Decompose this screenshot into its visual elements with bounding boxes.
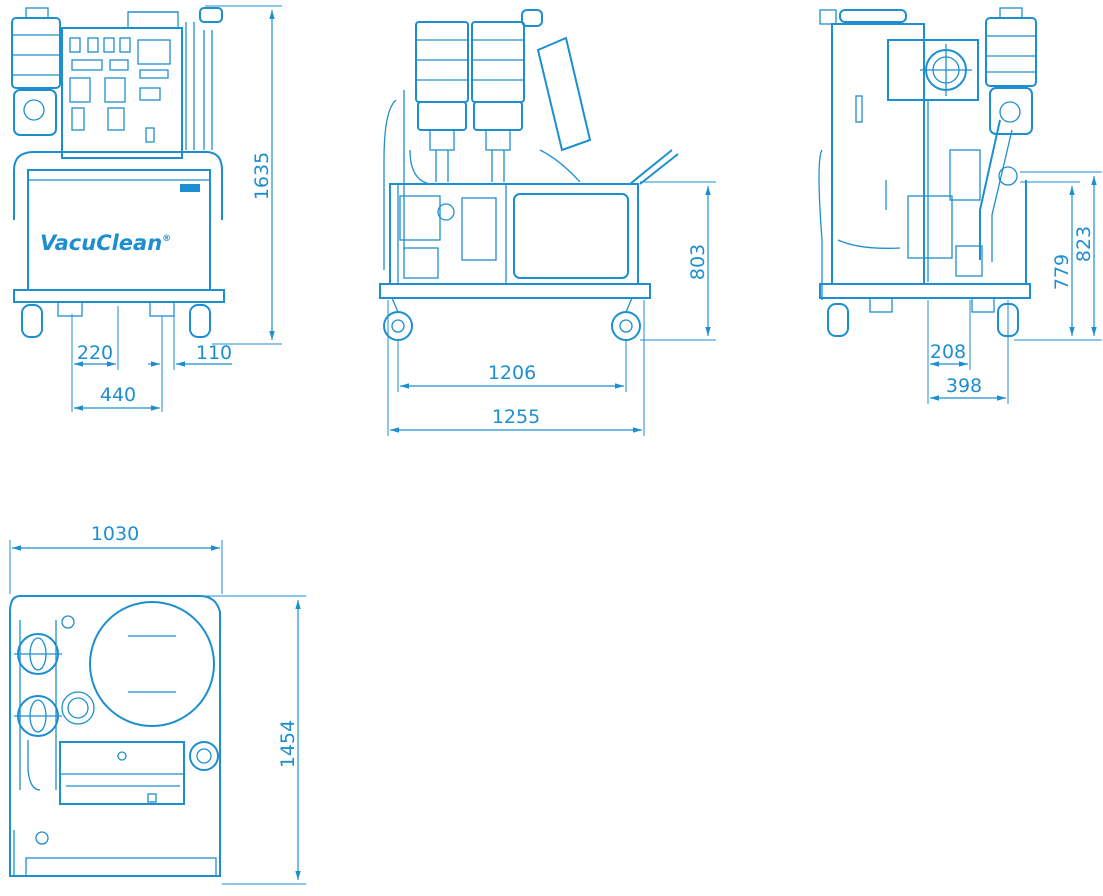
dim-side-frame-height: 803 [687, 244, 709, 280]
side-filter-column-left [415, 21, 469, 182]
dim-rear-height-779: 779 [1051, 254, 1073, 290]
side-control-cabinet [536, 36, 592, 152]
dim-rear-height-823: 823 [1073, 226, 1095, 262]
top-tank-lid [89, 601, 215, 727]
dim-front-right-offset: 110 [196, 342, 232, 364]
filter-housing-left [11, 7, 61, 136]
side-tank [513, 193, 629, 279]
dim-rear-width: 398 [946, 375, 982, 397]
rear-tank-body [831, 23, 925, 285]
dim-top-depth: 1454 [277, 720, 299, 768]
side-base [379, 283, 651, 299]
control-panel [61, 11, 183, 159]
dim-rear-offset: 208 [930, 341, 966, 363]
top-filter-upper [14, 633, 62, 675]
front-wheel-left [21, 304, 43, 338]
dim-front-left-offset: 220 [77, 342, 113, 364]
front-wheel-right [189, 304, 211, 338]
side-handle [629, 149, 673, 185]
rear-view: 823 779 208 398 [818, 7, 1102, 404]
rear-base [819, 283, 1031, 299]
side-filter-column-right [471, 21, 525, 182]
rear-filter-housing [985, 7, 1037, 135]
front-view: VacuClean® 1635 220 110 440 [11, 5, 282, 412]
top-control-box [59, 741, 185, 805]
top-view: 1030 1454 [9, 523, 306, 885]
front-base [13, 289, 225, 303]
top-outline [9, 595, 221, 877]
dim-side-wheelbase: 1206 [488, 362, 536, 384]
dim-side-length: 1255 [492, 406, 540, 428]
dim-front-width: 440 [100, 384, 136, 406]
top-filter-lower [14, 695, 62, 737]
rear-wheel-left [827, 303, 849, 337]
rear-inspection-flange [887, 39, 979, 101]
dim-front-height: 1635 [251, 152, 273, 200]
nameplate [180, 184, 200, 192]
side-wheel-right [611, 311, 641, 341]
brand-label: VacuClean® [40, 231, 171, 255]
front-right-pipes [185, 7, 223, 150]
front-frame-handle [13, 151, 223, 220]
side-view: 803 1206 1255 [379, 9, 716, 436]
dim-top-width: 1030 [91, 523, 139, 545]
